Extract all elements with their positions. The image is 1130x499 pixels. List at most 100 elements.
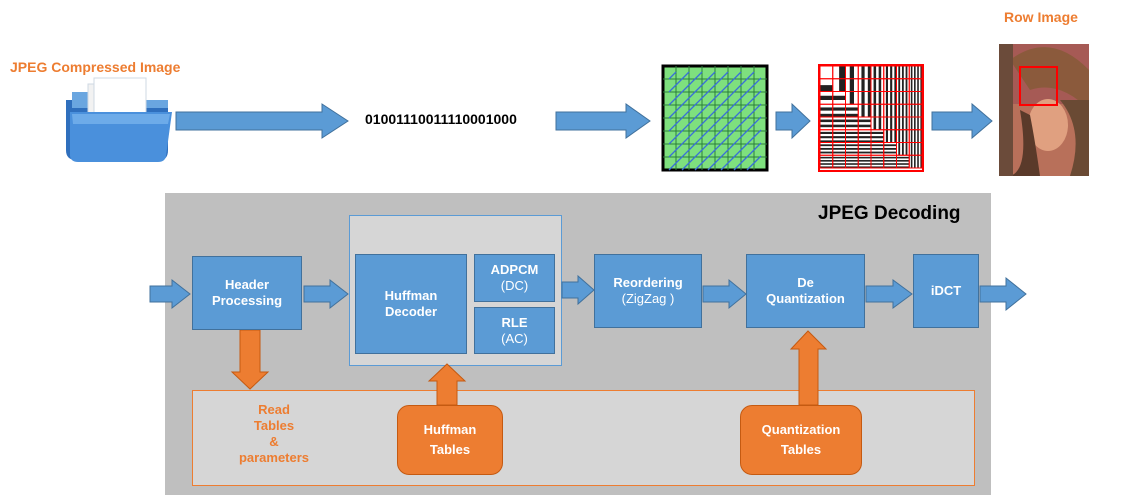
dct-stripe (820, 151, 833, 154)
dct-stripe (871, 144, 884, 147)
dct-stripe (820, 166, 833, 168)
dct-stripe (890, 66, 893, 79)
dct-stripe (917, 91, 919, 105)
flow-arrow-in (149, 278, 191, 310)
dct-stripe (910, 66, 913, 79)
dct-stripe (914, 66, 916, 79)
dct-stripe (890, 129, 893, 143)
dct-stripe (914, 117, 916, 130)
dct-stripe (820, 140, 833, 143)
dct-stripe (894, 117, 897, 130)
dct-stripe (820, 113, 833, 117)
dct-stripe (845, 107, 859, 111)
dct-stripe (905, 78, 908, 92)
folder-icon (66, 77, 172, 162)
dct-stripe (896, 166, 910, 168)
dct-stripe (885, 78, 888, 92)
up-arrow-huffman (427, 363, 467, 406)
dct-stripe (858, 151, 871, 154)
read-line-2: Tables (253, 418, 295, 433)
dct-stripe (832, 144, 846, 147)
dct-stripe (820, 124, 833, 128)
top-arrow-2 (555, 103, 651, 139)
dct-stripe (820, 85, 833, 92)
dct-stripe (910, 142, 913, 156)
dct-stripe (910, 91, 913, 105)
dct-stripe (914, 129, 916, 143)
huffman-decoder-block: Huffman Decoder (355, 254, 467, 354)
jpeg-compressed-image-label: JPEG Compressed Image (10, 59, 181, 75)
flow-arrow-4 (865, 279, 913, 309)
dct-stripe (883, 151, 897, 154)
dct-stripe (873, 66, 877, 79)
dct-stripe (896, 160, 910, 162)
dct-stripe (839, 66, 846, 79)
dct-stripe (914, 142, 916, 156)
dct-stripe (910, 155, 913, 168)
dct-stripe (832, 136, 846, 139)
dct-stripe (878, 117, 882, 130)
dct-stripe (820, 107, 833, 111)
dct-stripe (914, 155, 916, 168)
idct-block: iDCT (913, 254, 979, 328)
huffman-tables-line-2: Tables (429, 442, 471, 457)
dct-stripe (905, 129, 908, 143)
reordering-line-2: (ZigZag ) (621, 291, 675, 306)
dct-stripe (832, 119, 846, 123)
dct-stripe (920, 66, 922, 79)
dct-stripe (832, 166, 846, 168)
dct-stripe (885, 129, 888, 143)
dct-stripe (896, 163, 910, 165)
flow-arrow-2 (561, 274, 595, 306)
dct-stripe (894, 78, 897, 92)
down-arrow-read (230, 329, 270, 390)
dct-stripe (885, 117, 888, 130)
dct-stripe (920, 104, 922, 117)
dct-stripe (871, 160, 884, 162)
dct-stripe (839, 78, 846, 92)
dct-stripe (883, 163, 897, 165)
dct-stripe (890, 117, 893, 130)
dct-stripe (820, 131, 833, 134)
dct-stripe (898, 66, 901, 79)
dct-cell (908, 154, 923, 169)
quantization-tables-box: Quantization Tables (740, 405, 862, 475)
dct-stripe (845, 131, 859, 134)
dct-stripe (858, 163, 871, 165)
dct-stripe (901, 117, 904, 130)
dct-stripe (905, 91, 908, 105)
dct-stripe (901, 66, 904, 79)
dct-stripe (885, 104, 888, 117)
rle-line-2: (AC) (501, 330, 528, 346)
dct-stripe (885, 91, 888, 105)
dct-stripe (845, 124, 859, 128)
dct-stripe (883, 144, 897, 147)
bitstream-text: 01001110011110001000 (365, 111, 517, 127)
dct-stripe (920, 78, 922, 92)
dct-stripe (910, 104, 913, 117)
dct-stripe (914, 104, 916, 117)
huffman-tables-box: Huffman Tables (397, 405, 503, 475)
dct-stripe (832, 131, 846, 134)
flow-arrow-1 (303, 278, 349, 310)
dct-stripe (910, 129, 913, 143)
dct-stripe (917, 66, 919, 79)
dct-stripe (914, 91, 916, 105)
rle-line-1: RLE (501, 314, 528, 330)
dct-stripe (871, 151, 884, 154)
dct-stripe (845, 166, 859, 168)
dct-stripe (845, 147, 859, 150)
dct-stripe (820, 144, 833, 147)
dct-stripe (858, 119, 871, 123)
photo-icon (999, 44, 1089, 176)
dct-stripe (901, 129, 904, 143)
dct-stripe (905, 104, 908, 117)
top-arrow-4 (931, 102, 993, 140)
rle-block: RLE (AC) (474, 307, 555, 354)
dct-stripe (820, 136, 833, 139)
dct-stripe (858, 166, 871, 168)
dct-stripe (867, 78, 871, 92)
dct-stripe (820, 119, 833, 123)
dct-stripe (858, 136, 871, 139)
dct-stripe (871, 140, 884, 143)
